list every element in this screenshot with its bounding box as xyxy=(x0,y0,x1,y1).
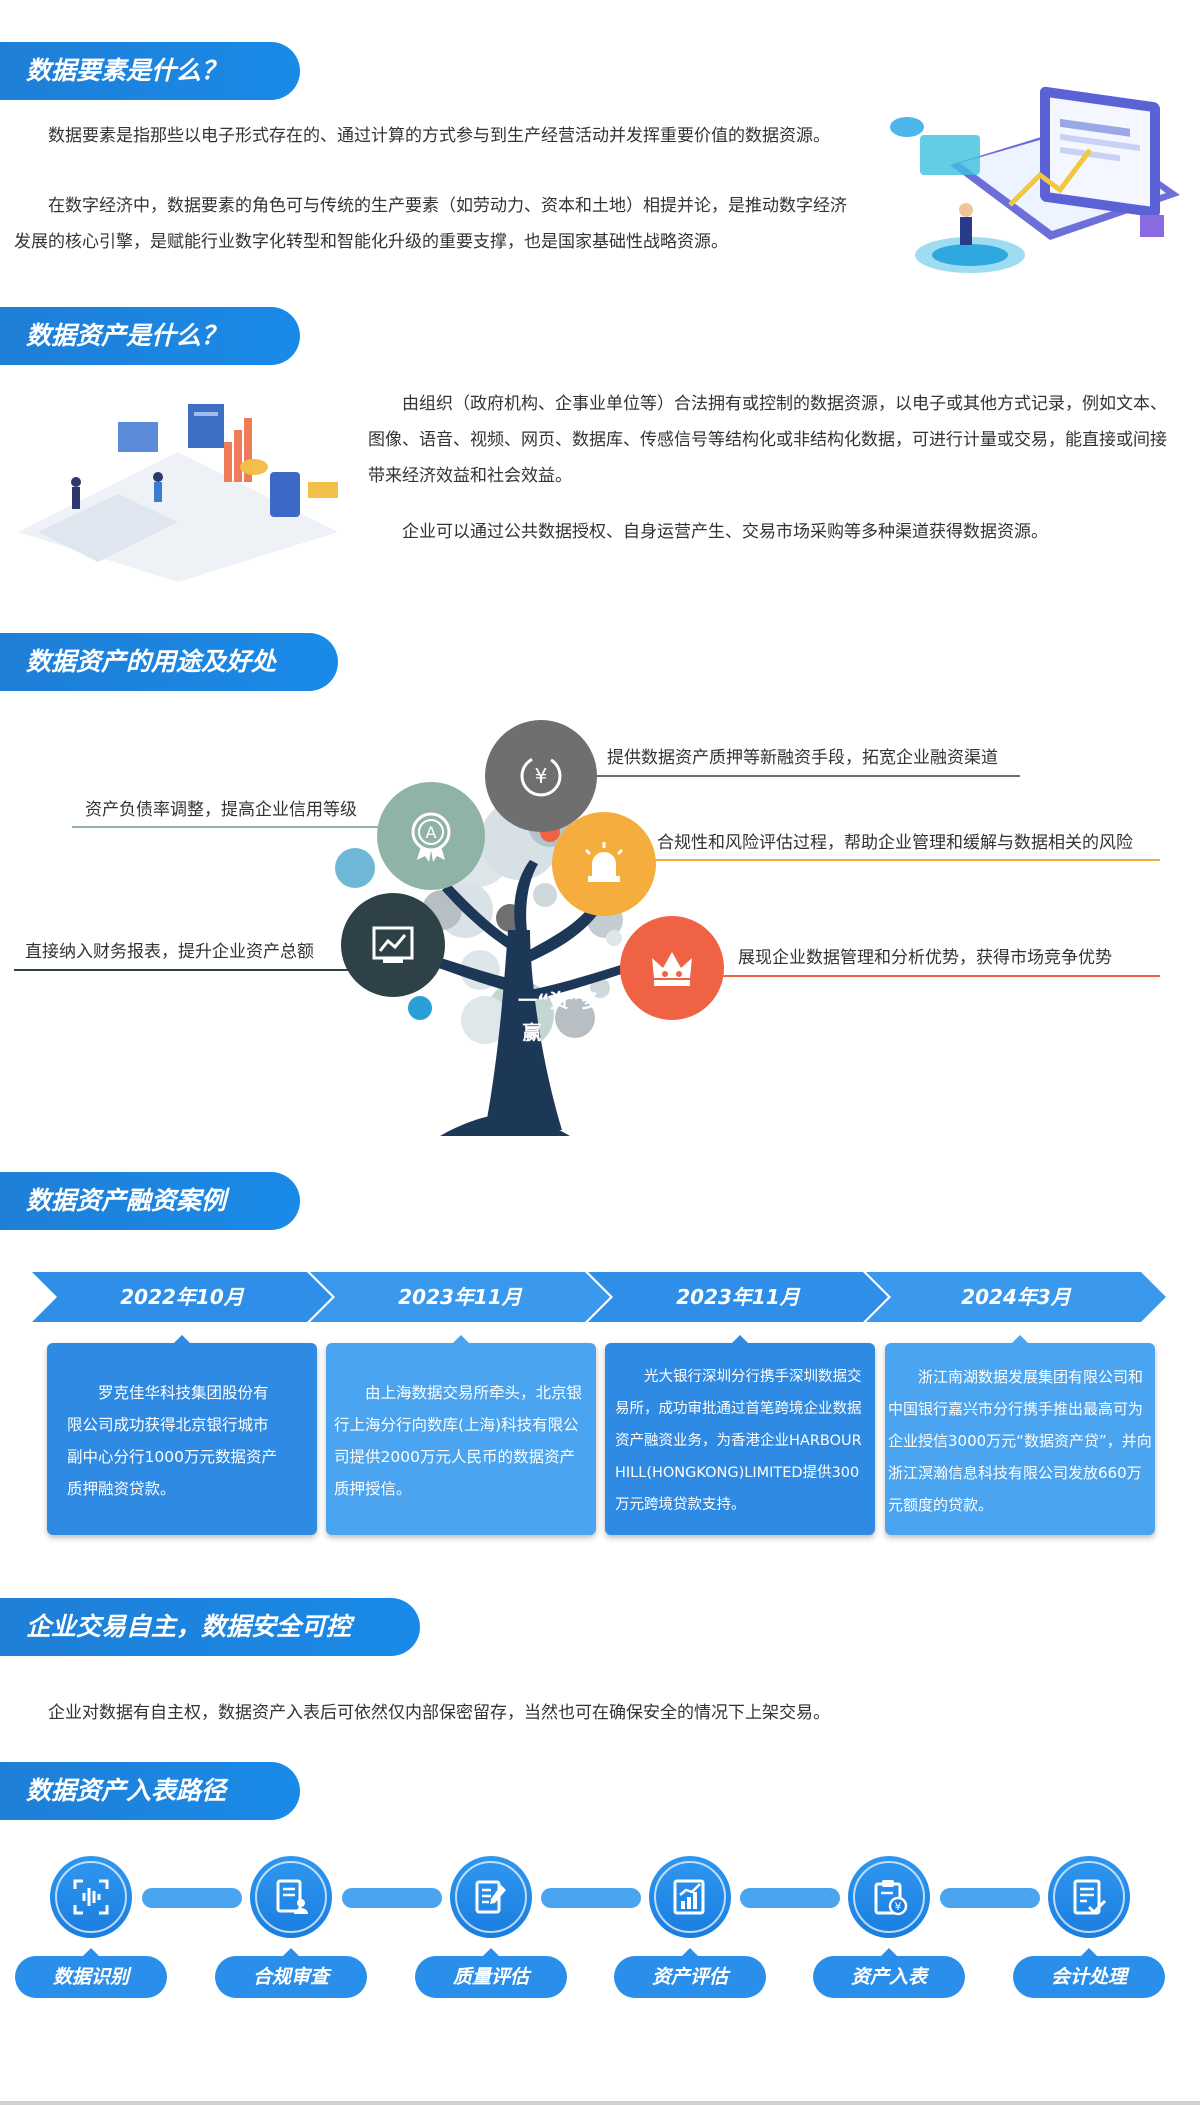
step-circle-2 xyxy=(250,1856,332,1938)
svg-text:A: A xyxy=(426,823,437,842)
case-date-1: 2022年10月 xyxy=(120,1285,244,1309)
yen-exchange-icon: ¥ xyxy=(520,755,562,797)
benefit-line-risk xyxy=(650,859,1160,861)
step-label-2: 合规审查 xyxy=(215,1948,367,1998)
benefit-line-report xyxy=(14,969,349,971)
benefit-text-competition: 展现企业数据管理和分析优势，获得市场竞争优势 xyxy=(738,948,1112,968)
digital-platform-illustration xyxy=(890,86,1180,273)
case-card-pointer xyxy=(174,1335,190,1343)
case-card-pointer xyxy=(732,1335,748,1343)
step-circle-1 xyxy=(50,1856,132,1938)
step-label-text: 质量评估 xyxy=(452,1966,529,1988)
step-label-text: 会计处理 xyxy=(1050,1966,1127,1988)
step-label-5: 资产入表 xyxy=(813,1948,965,1998)
step-label-pointer xyxy=(83,1948,99,1956)
paragraph-data-element-definition: 数据要素是指那些以电子形式存在的、通过计算的方式参与到生产经营活动并发挥重要价值… xyxy=(48,126,830,146)
paragraph-data-asset-channels: 企业可以通过公共数据授权、自身运营产生、交易市场采购等多种渠道获得数据资源。 xyxy=(402,522,1048,542)
step-ring xyxy=(55,1861,127,1933)
benefit-line-financing xyxy=(590,775,1020,777)
timeline-arrow-4 xyxy=(866,1272,1166,1322)
step-label-pointer xyxy=(483,1948,499,1956)
step-ring xyxy=(455,1861,527,1933)
timeline-arrow-1 xyxy=(32,1272,332,1322)
case-card-pointer xyxy=(453,1335,469,1343)
office-isometric-illustration xyxy=(18,404,338,582)
benefit-text-credit: 资产负债率调整，提高企业信用等级 xyxy=(85,800,357,820)
benefit-circle-financing: ¥ xyxy=(485,720,597,832)
step-circle-6 xyxy=(1048,1856,1130,1938)
step-label-pointer xyxy=(881,1948,897,1956)
case-card-4: 浙江南湖数据发展集团有限公司和中国银行嘉兴市分行携手推出最高可为企业授信3000… xyxy=(885,1335,1155,1535)
step-label-text: 合规审查 xyxy=(252,1966,329,1988)
step-ring xyxy=(255,1861,327,1933)
svg-text:¥: ¥ xyxy=(535,764,548,788)
step-connector xyxy=(541,1888,641,1908)
paragraph-data-asset-definition: 由组织（政府机构、企事业单位等）合法拥有或控制的数据资源，以电子或其他方式记录，… xyxy=(368,394,1167,486)
case-card-3: 光大银行深圳分行携手深圳数据交易所，成功审批通过首笔跨境企业数据资产融资业务，为… xyxy=(605,1335,875,1535)
bottom-divider xyxy=(0,2101,1200,2105)
step-ring xyxy=(1053,1861,1125,1933)
crown-icon xyxy=(652,952,692,986)
step-label-pointer xyxy=(1081,1948,1097,1956)
benefit-circle-credit: A xyxy=(377,782,485,890)
case-date-4: 2024年3月 xyxy=(961,1285,1071,1309)
case-card-pointer xyxy=(1012,1335,1028,1343)
step-circle-3 xyxy=(450,1856,532,1938)
section-title-listing-path: 数据资产入表路径 xyxy=(0,1762,300,1820)
case-text-3: 光大银行深圳分行携手深圳数据交易所，成功审批通过首笔跨境企业数据资产融资业务，为… xyxy=(615,1369,862,1513)
step-label-pointer xyxy=(283,1948,299,1956)
paragraph-trade-autonomy: 企业对数据有自主权，数据资产入表后可依然仅内部保密留存，当然也可在确保安全的情况… xyxy=(48,1703,830,1723)
benefit-text-report: 直接纳入财务报表，提升企业资产总额 xyxy=(25,942,314,962)
step-connector xyxy=(342,1888,442,1908)
case-card-1: 罗克佳华科技集团股份有限公司成功获得北京银行城市副中心分行1000万元数据资产质… xyxy=(47,1335,317,1535)
section-title-uses-benefits: 数据资产的用途及好处 xyxy=(0,633,338,691)
step-connector xyxy=(740,1888,840,1908)
benefit-line-competition xyxy=(720,975,1160,977)
step-label-text: 资产入表 xyxy=(850,1966,927,1988)
step-circle-5: ¥ xyxy=(848,1856,930,1938)
step-label-text: 资产评估 xyxy=(651,1966,728,1988)
case-date-3: 2023年11月 xyxy=(676,1285,800,1309)
step-ring xyxy=(654,1861,726,1933)
case-text-1: 罗克佳华科技集团股份有限公司成功获得北京银行城市副中心分行1000万元数据资产质… xyxy=(67,1384,277,1498)
benefit-circle-competition xyxy=(620,916,724,1020)
badge-a-icon: A xyxy=(411,812,451,862)
step-label-1: 数据识别 xyxy=(15,1948,167,1998)
benefit-text-risk: 合规性和风险评估过程，帮助企业管理和缓解与数据相关的风险 xyxy=(657,833,1133,853)
case-text-2: 由上海数据交易所牵头，北京银行上海分行向数库(上海)科技有限公司提供2000万元… xyxy=(334,1384,583,1498)
step-label-4: 资产评估 xyxy=(614,1948,766,1998)
timeline-arrow-3 xyxy=(588,1272,888,1322)
benefit-line-credit xyxy=(72,826,382,828)
section-title-data-element: 数据要素是什么？ xyxy=(0,42,300,100)
step-ring xyxy=(853,1861,925,1933)
benefit-circle-risk xyxy=(552,812,656,916)
benefit-text-financing: 提供数据资产质押等新融资手段，拓宽企业融资渠道 xyxy=(607,748,998,768)
benefit-circle-report xyxy=(341,893,445,997)
section-title-trade-autonomy: 企业交易自主，数据安全可控 xyxy=(0,1598,420,1656)
step-connector xyxy=(142,1888,242,1908)
step-connector xyxy=(940,1888,1040,1908)
case-text-4: 浙江南湖数据发展集团有限公司和中国银行嘉兴市分行携手推出最高可为企业授信3000… xyxy=(888,1368,1152,1514)
section-title-financing-cases: 数据资产融资案例 xyxy=(0,1172,300,1230)
case-date-2: 2023年11月 xyxy=(398,1285,522,1309)
case-card-2: 由上海数据交易所牵头，北京银行上海分行向数库(上海)科技有限公司提供2000万元… xyxy=(326,1335,596,1535)
step-circle-4 xyxy=(649,1856,731,1938)
alarm-light-icon xyxy=(584,842,624,882)
step-label-3: 质量评估 xyxy=(415,1948,567,1998)
trunk-text: 一“资”多赢 xyxy=(518,990,600,1044)
chart-report-icon xyxy=(372,926,414,963)
section-title-data-asset: 数据资产是什么？ xyxy=(0,307,300,365)
step-label-6: 会计处理 xyxy=(1013,1948,1165,1998)
paragraph-data-element-role: 在数字经济中，数据要素的角色可与传统的生产要素（如劳动力、资本和土地）相提并论，… xyxy=(14,196,847,252)
step-label-pointer xyxy=(682,1948,698,1956)
timeline-arrow-2 xyxy=(310,1272,610,1322)
step-label-text: 数据识别 xyxy=(52,1966,129,1988)
